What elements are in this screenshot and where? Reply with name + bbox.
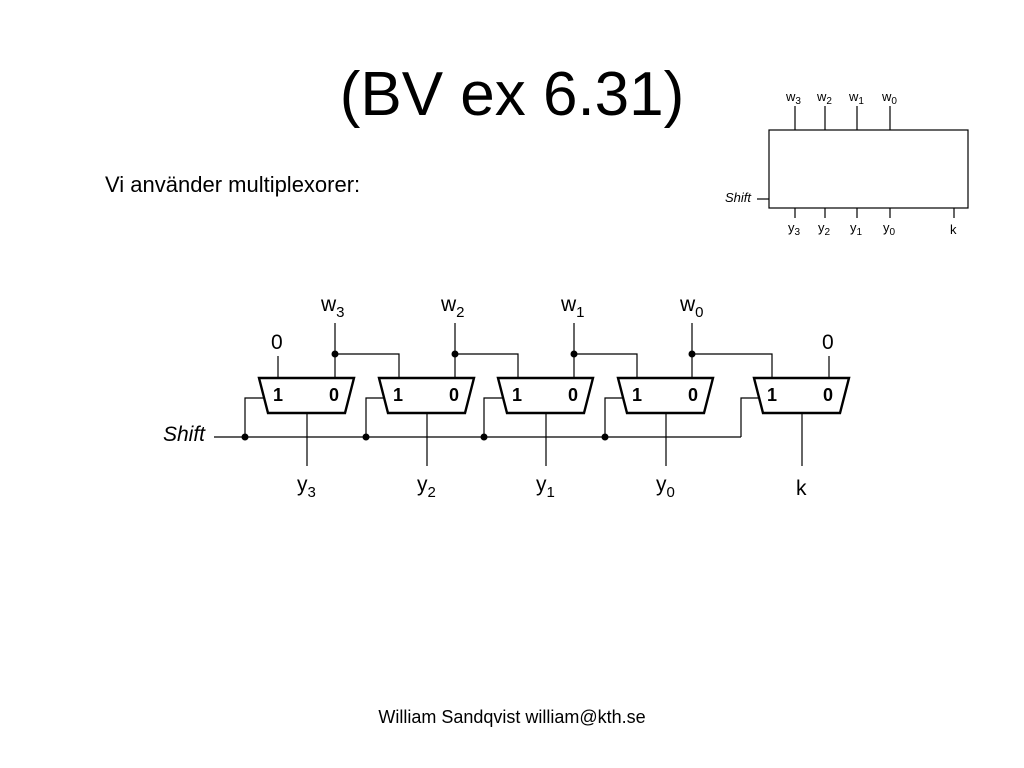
slide-title: (BV ex 6.31) <box>339 60 685 129</box>
select-wire <box>483 397 504 437</box>
block-input-label: w0 <box>881 89 897 107</box>
shift-label: Shift <box>163 423 206 446</box>
block-input-label: w1 <box>848 89 864 107</box>
select-wire <box>244 397 264 437</box>
junction-dot <box>570 350 578 358</box>
block-output-label: y1 <box>850 220 863 238</box>
block-output-label: y3 <box>788 220 801 238</box>
select-wire <box>365 397 385 437</box>
w-input-label: w0 <box>679 293 704 321</box>
footer-text: William Sandqvist william@kth.se <box>378 707 646 727</box>
block-input-label: w3 <box>785 89 801 107</box>
output-label: y0 <box>656 473 675 501</box>
output-label: y3 <box>297 473 316 501</box>
cross-wire <box>455 353 519 378</box>
block-input-label: w2 <box>816 89 832 107</box>
mux-input-zero: 0 <box>568 385 578 405</box>
select-wire <box>740 397 759 437</box>
cross-wire <box>692 353 773 378</box>
mux-block <box>752 376 851 415</box>
output-label: y1 <box>536 473 555 501</box>
junction-dot <box>331 350 339 358</box>
output-label: k <box>796 477 807 500</box>
output-label: y2 <box>417 473 436 501</box>
const-zero-label: 0 <box>822 331 834 354</box>
mux-block <box>257 376 356 415</box>
mux-input-zero: 0 <box>688 385 698 405</box>
intro-text: Vi använder multiplexorer: <box>105 172 361 197</box>
block-output-label: y2 <box>818 220 831 238</box>
mux-block <box>616 376 715 415</box>
block-box <box>768 129 969 209</box>
cross-wire <box>335 353 400 378</box>
cross-wire <box>574 353 638 378</box>
const-zero-label: 0 <box>271 331 283 354</box>
junction-dot <box>241 433 249 441</box>
block-diagram: w3 w2 w1 w0 Shift y3 y2 y1 y0 k <box>725 89 969 238</box>
mux-input-one: 1 <box>512 385 522 405</box>
mux-circuit: Shift 0 0 w3 w2 w1 w0 <box>163 293 851 501</box>
w-input-label: w3 <box>320 293 345 321</box>
junction-dot <box>362 433 370 441</box>
block-output-label: k <box>950 222 957 237</box>
mux-input-zero: 0 <box>823 385 833 405</box>
block-shift-label: Shift <box>725 190 752 205</box>
mux-input-zero: 0 <box>329 385 339 405</box>
select-wire <box>604 397 624 437</box>
mux-input-one: 1 <box>632 385 642 405</box>
mux-input-one: 1 <box>273 385 283 405</box>
junction-dot <box>688 350 696 358</box>
mux-input-zero: 0 <box>449 385 459 405</box>
mux-block <box>496 376 595 415</box>
block-output-label: y0 <box>883 220 896 238</box>
w-input-label: w2 <box>440 293 465 321</box>
mux-input-one: 1 <box>767 385 777 405</box>
junction-dot <box>480 433 488 441</box>
junction-dot <box>601 433 609 441</box>
junction-dot <box>451 350 459 358</box>
mux-input-one: 1 <box>393 385 403 405</box>
mux-block <box>377 376 476 415</box>
w-input-label: w1 <box>560 293 585 321</box>
